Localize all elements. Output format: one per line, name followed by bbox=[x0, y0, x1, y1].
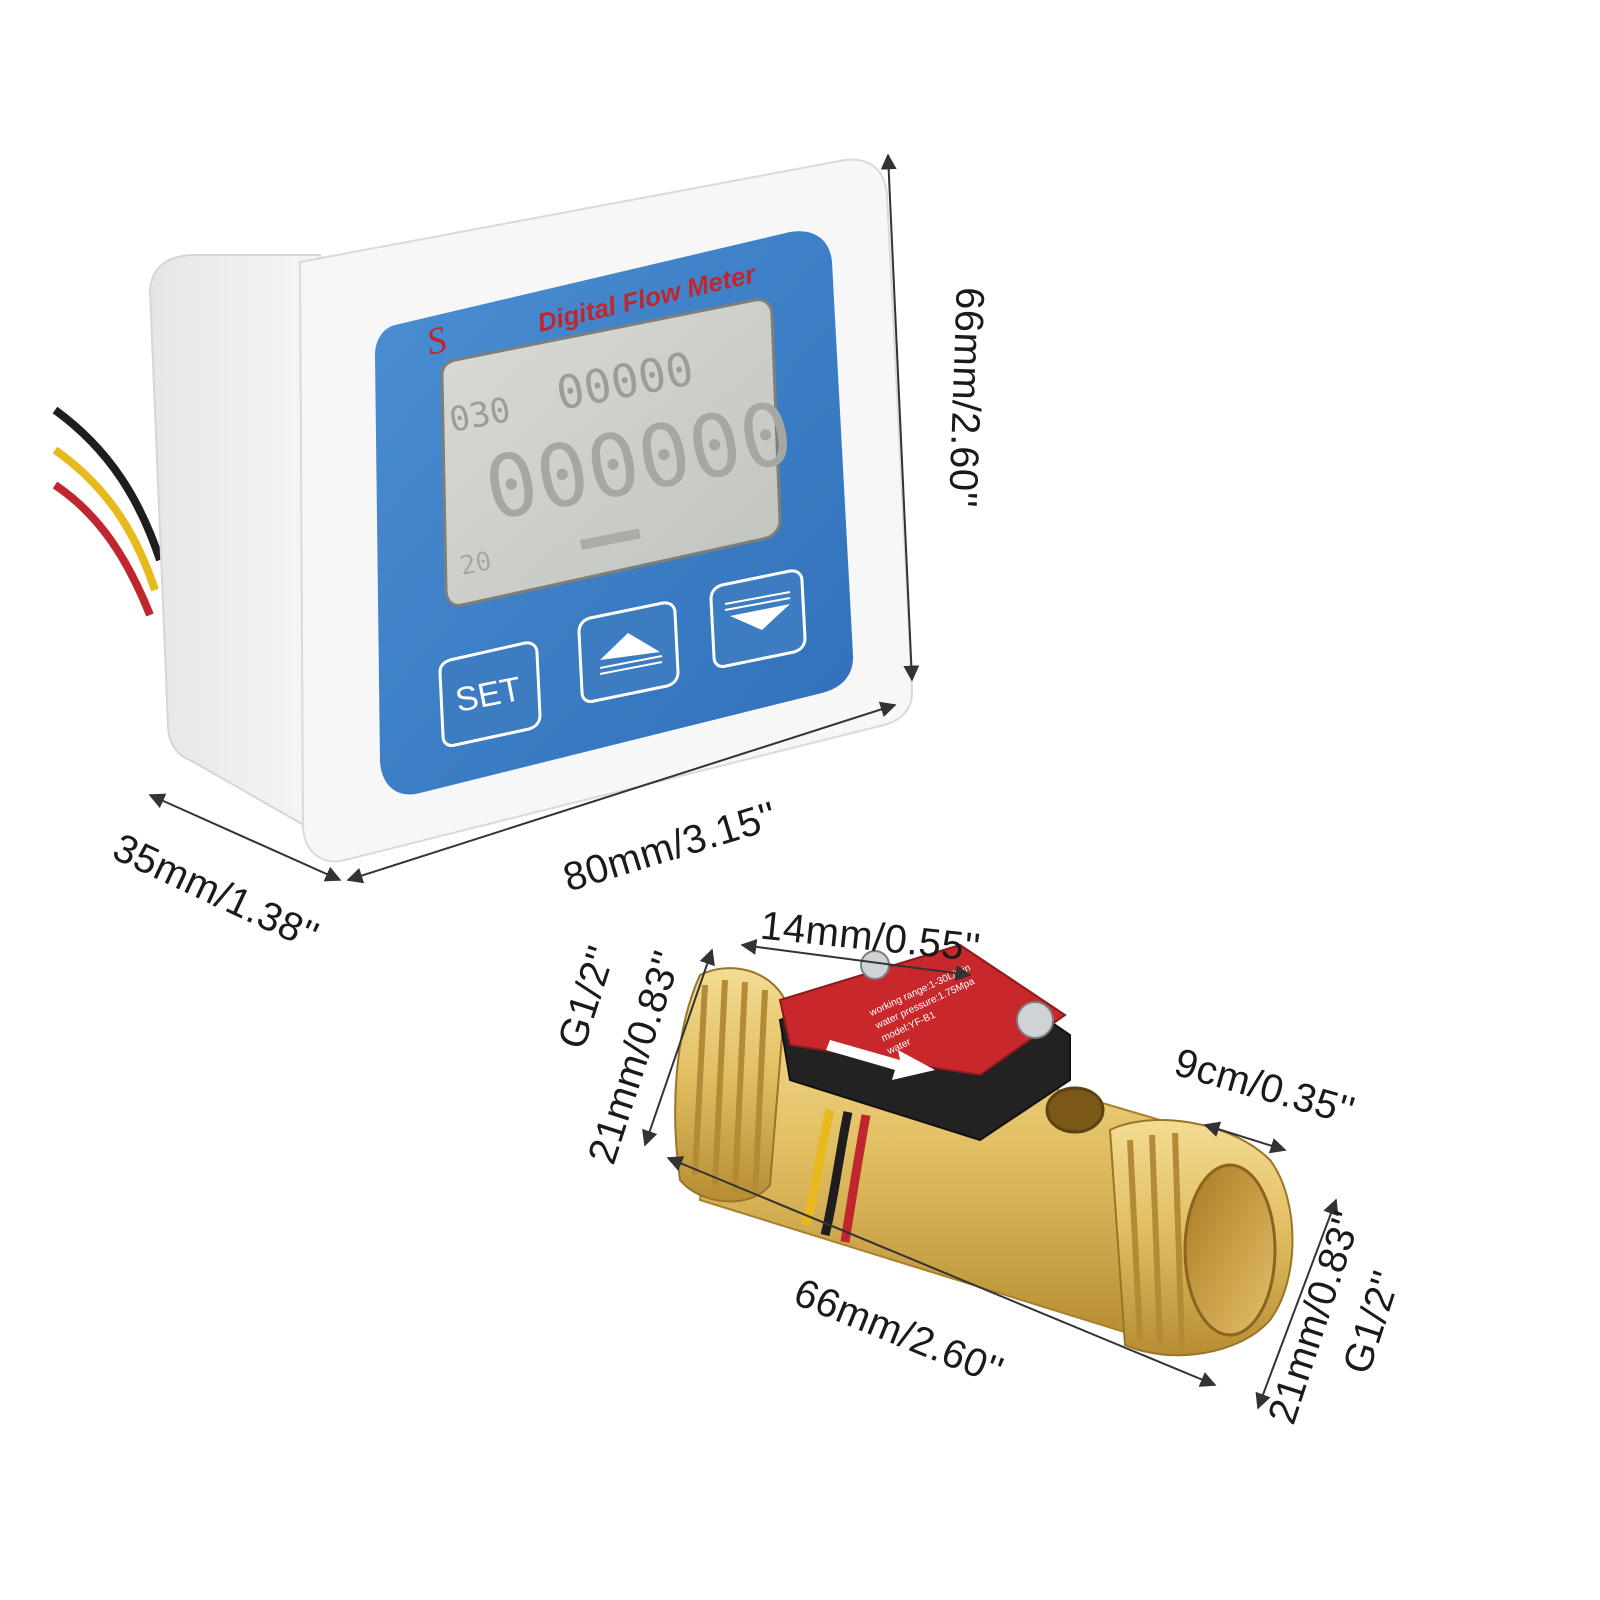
mounting-hole bbox=[1045, 1086, 1105, 1134]
flow-sensor: working range:1-30L/min water pressure:1… bbox=[674, 943, 1294, 1357]
lcd-bar-segment bbox=[580, 528, 641, 550]
meter-lcd-screen: 030 00000 000000 20 bbox=[440, 298, 801, 607]
meter-dimension-lines bbox=[148, 153, 920, 884]
screw-right bbox=[1016, 1001, 1054, 1039]
right-thread bbox=[1108, 1119, 1294, 1357]
meter-height-label: 66mm/2.60'' bbox=[940, 286, 992, 509]
lcd-bottom-readout: 20 bbox=[458, 546, 494, 581]
up-button[interactable] bbox=[577, 601, 680, 703]
set-button[interactable]: SET bbox=[438, 641, 542, 747]
pipe-bore bbox=[1183, 1163, 1277, 1337]
sensor-dimension-lines bbox=[642, 938, 1339, 1410]
flow-direction-arrow-icon bbox=[826, 1040, 935, 1080]
left-thread bbox=[674, 967, 787, 1203]
triangle-down-icon bbox=[730, 604, 790, 630]
down-button[interactable] bbox=[709, 569, 807, 668]
triangle-up-icon bbox=[600, 633, 660, 660]
meter-cable bbox=[52, 406, 164, 617]
